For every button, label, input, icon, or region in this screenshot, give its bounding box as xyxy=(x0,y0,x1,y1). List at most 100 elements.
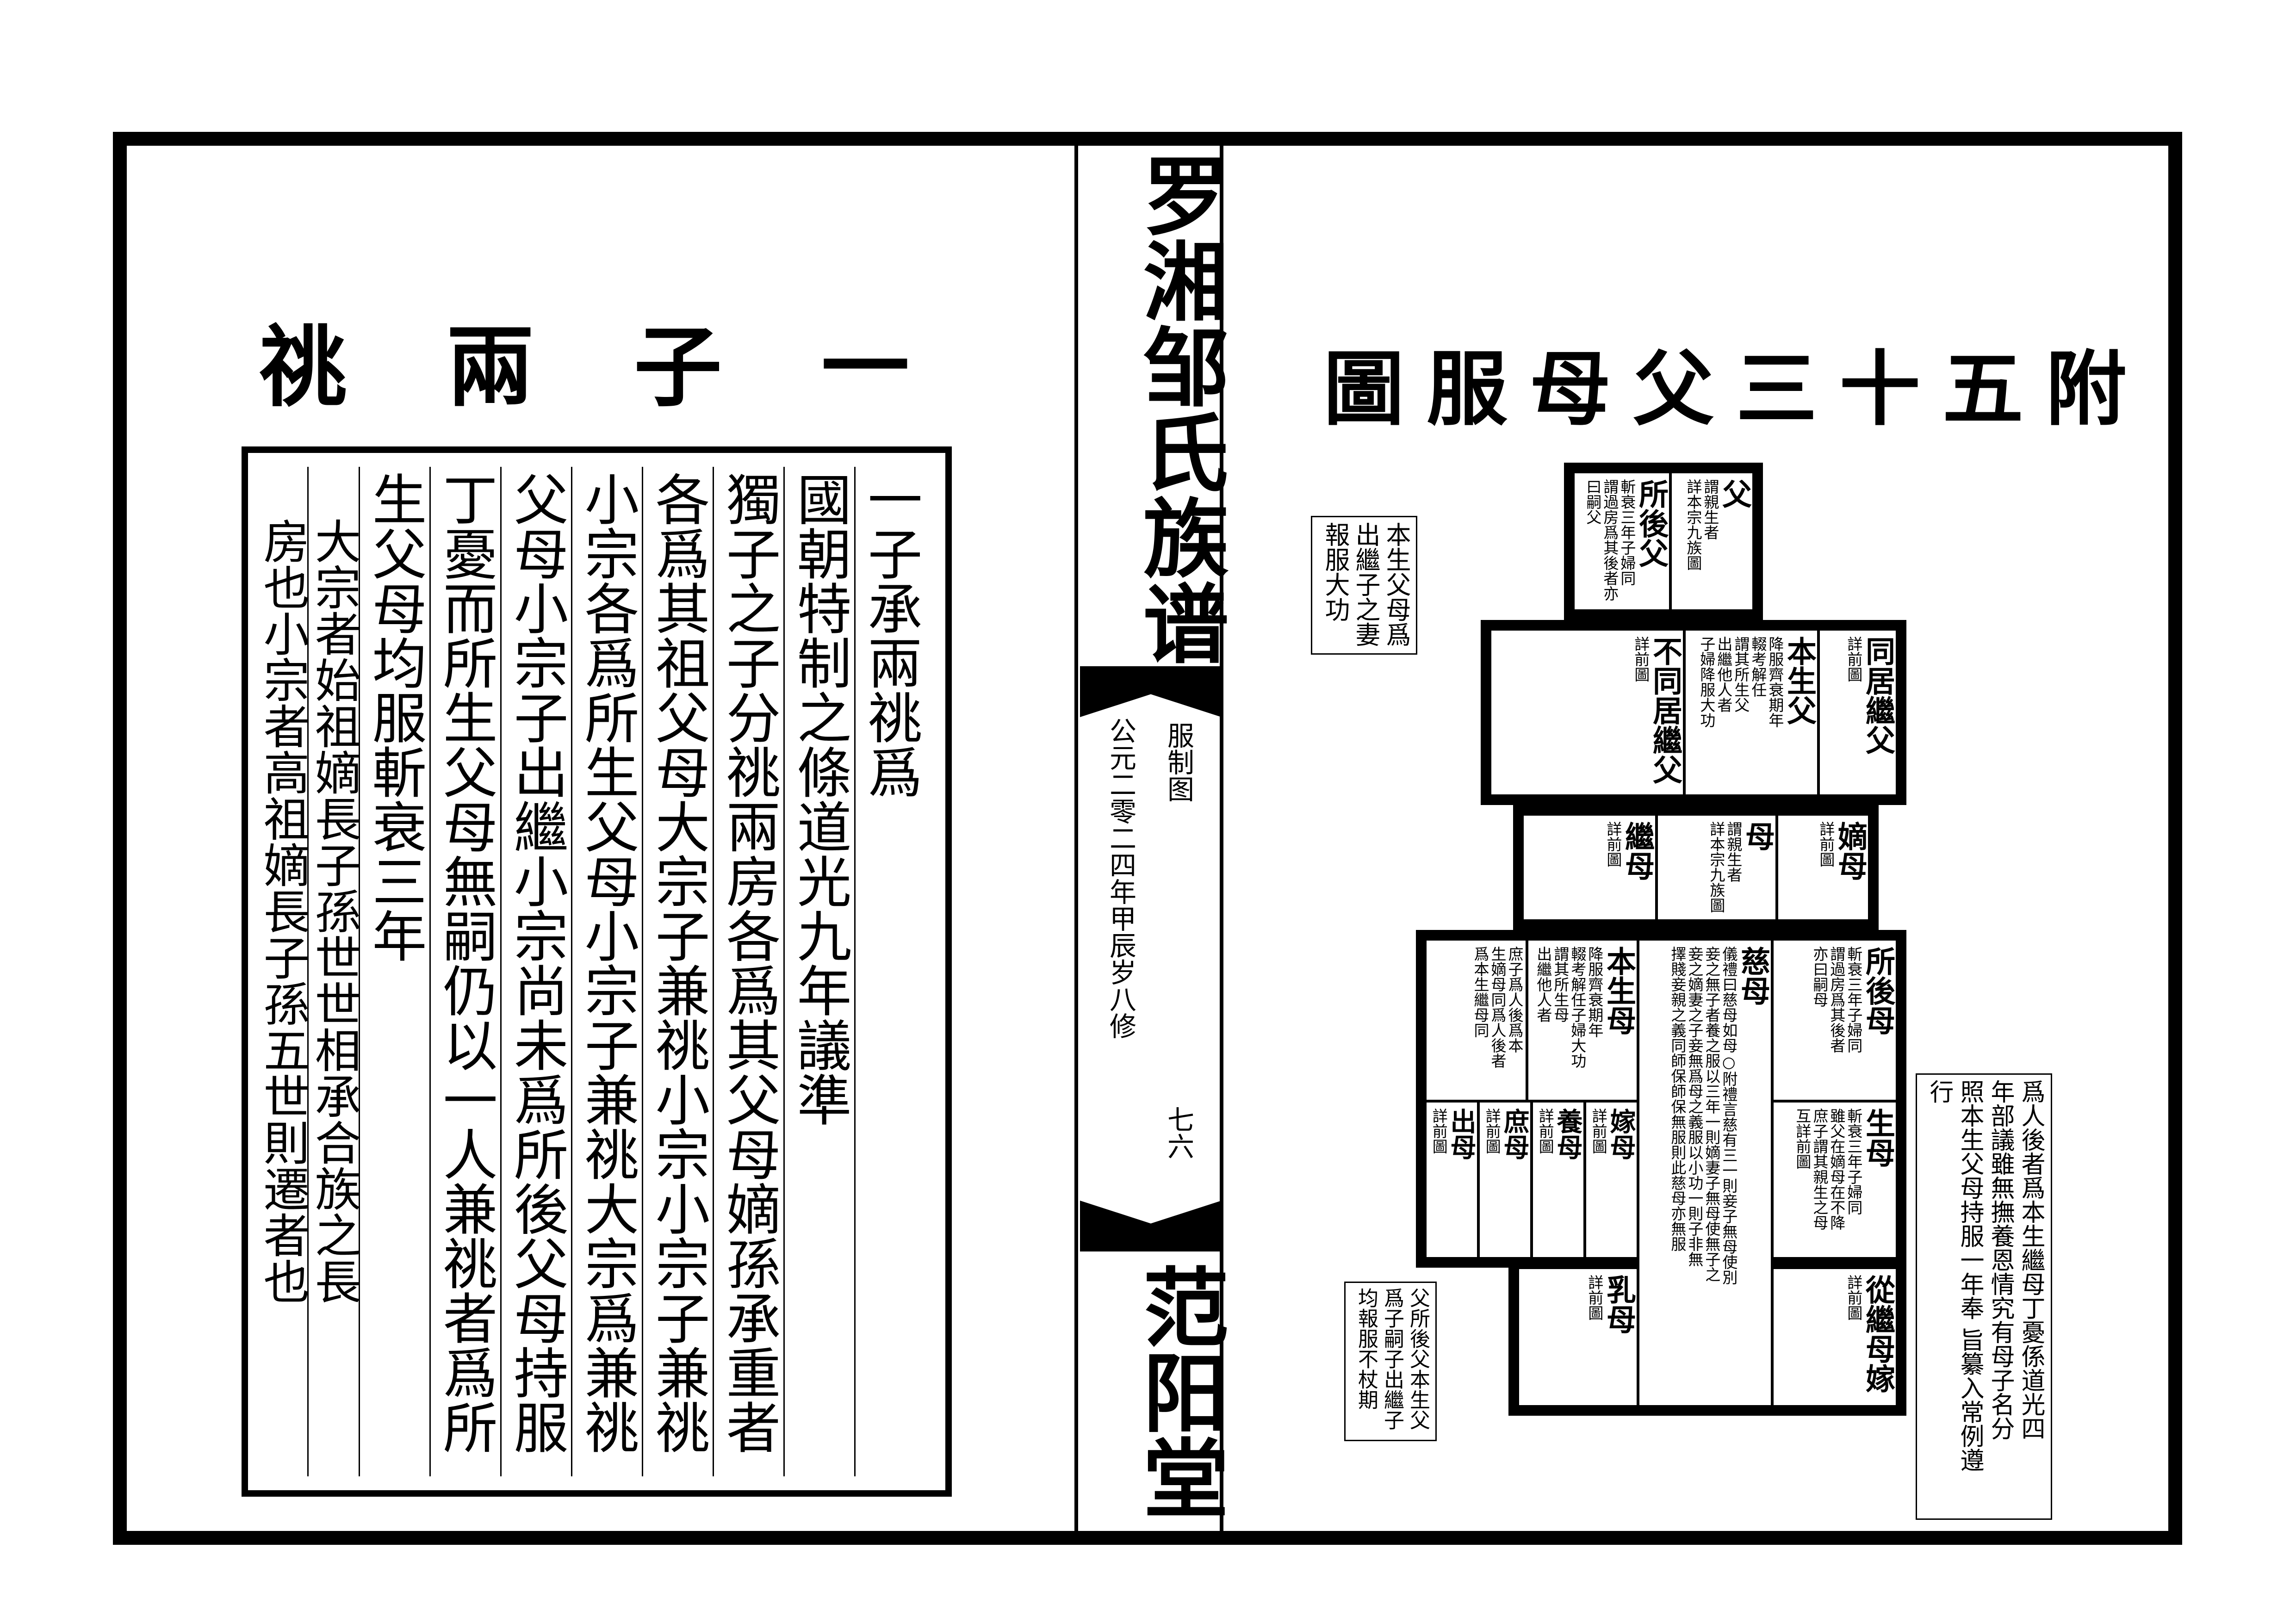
relation-note: 謂其所生父 xyxy=(1731,636,1750,712)
diagram-cell: 父謂親生者詳本宗九族圖 xyxy=(1670,472,1754,611)
diagram-cell: 從繼母嫁詳前圖 xyxy=(1772,1268,1897,1406)
relation-note: 出繼他人者 xyxy=(1534,946,1552,1022)
diagram-cell: 所後父斬衰三年子婦同謂過房爲其後者亦曰嗣父 xyxy=(1573,472,1670,611)
spine-left-rule xyxy=(1074,132,1078,1545)
diagram-cell: 本生母降服齊衰期年輟考解任子婦大功謂其所生母出繼他人者 xyxy=(1527,939,1638,1101)
text-column: 小宗各爲所生父母小宗子兼祧大宗爲兼祧 xyxy=(571,467,642,1476)
relation-title: 繼母 xyxy=(1620,821,1655,880)
relation-title: 從繼母嫁 xyxy=(1861,1275,1895,1393)
side-note-top: 本生父母爲 出繼子之妻 報服大功 xyxy=(1311,516,1417,655)
diagram-frame-fathers xyxy=(1481,620,1906,805)
relation-note: 詳前圖 xyxy=(1632,636,1650,682)
diagram-cell: 同居繼父詳前圖 xyxy=(1818,629,1897,796)
relation-note: 庶子謂其親生之母 xyxy=(1810,1108,1829,1230)
note-line: 爲人後者爲本生繼母丁憂係道光四 xyxy=(2017,1079,2045,1440)
annotation-column: 大宗者始祖嫡長子孫世世相承合族之長 xyxy=(307,467,361,1476)
left-page-title: 一子兩祧 xyxy=(259,316,1009,419)
text-column: 生父母均服斬衰三年 xyxy=(359,467,429,1476)
relation-title: 慈母 xyxy=(1736,946,1770,1005)
hall-name: 范阳堂 xyxy=(1129,1263,1229,1520)
relation-note: 斬衰三年子婦同 xyxy=(1844,1108,1863,1215)
relation-title: 生母 xyxy=(1861,1108,1895,1167)
relation-note: 詳前圖 xyxy=(1817,821,1835,867)
relation-note: 輟考解任子婦大功 xyxy=(1568,946,1587,1068)
relation-note: 亦曰嗣母 xyxy=(1810,946,1829,1007)
text-column: 丁憂而所生父母無嗣仍以一人兼祧者爲所 xyxy=(429,467,500,1476)
relation-note: 曰嗣父 xyxy=(1583,479,1602,525)
relation-note: 降服齊衰期年 xyxy=(1766,636,1784,728)
note-line: 爲子嗣子出繼子 xyxy=(1380,1288,1404,1430)
relation-note: 妾之無子者養之服以三年一則嫡妻子無母使無子之 xyxy=(1702,946,1721,1282)
left-text-block: 一子承兩祧爲 國朝特制之條道光九年議準 獨子之子分祧兩房各爲其父母嫡孫承重者 各… xyxy=(242,446,952,1497)
spine-right-rule xyxy=(1220,132,1223,1545)
relation-note: 詳前圖 xyxy=(1585,1275,1604,1320)
relation-title: 嫡母 xyxy=(1833,821,1868,880)
diagram-cell: 繼母詳前圖 xyxy=(1522,814,1657,921)
relation-note: 詳本宗九族圖 xyxy=(1684,479,1702,570)
relation-note: 詳前圖 xyxy=(1604,821,1622,867)
relation-title: 本生母 xyxy=(1601,946,1636,1035)
relation-note: 儀禮曰慈母如母○附禮言慈有三一則妾子無母使別 xyxy=(1719,946,1738,1285)
section-label: 服制图 xyxy=(1163,722,1194,802)
relation-title: 養母 xyxy=(1552,1108,1583,1160)
relation-title: 乳母 xyxy=(1601,1275,1636,1334)
note-line: 行 xyxy=(1925,1079,1953,1103)
relation-note: 爲本生繼母同 xyxy=(1471,946,1489,1038)
relation-title: 本生父 xyxy=(1782,636,1817,725)
text-column: 各爲其祖父母大宗子兼祧小宗小宗子兼祧 xyxy=(642,467,713,1476)
relation-note: 雖父在嫡母在不降 xyxy=(1827,1108,1846,1230)
annotation-column: 房也小宗者高祖嫡長子孫五世則遷者也 xyxy=(255,518,310,1304)
relation-note: 詳前圖 xyxy=(1589,1108,1608,1154)
edition-label: 公元二零二四年甲辰岁八修 xyxy=(1105,717,1136,1039)
relation-note: 詳前圖 xyxy=(1483,1108,1502,1154)
relation-note: 詳本宗九族圖 xyxy=(1707,821,1725,913)
side-note-right: 爲人後者爲本生繼母丁憂係道光四 年部議雖無撫養恩情究有母子名分 照本生父母持服一… xyxy=(1916,1073,2052,1520)
diagram-cell: 出母詳前圖 xyxy=(1425,1101,1478,1258)
text-column: 國朝特制之條道光九年議準 xyxy=(783,467,854,1476)
note-line: 出繼子之妻 xyxy=(1351,522,1380,647)
text-column: 父母小宗子出繼小宗尚未爲所後父母持服 xyxy=(500,467,571,1476)
relation-note: 詳前圖 xyxy=(1430,1108,1448,1154)
diagram-cell: 本生父降服齊衰期年輟考解任謂其所生父出繼他人者子婦降服大功 xyxy=(1684,629,1818,796)
relation-note: 詳前圖 xyxy=(1844,1275,1863,1320)
relation-title: 出母 xyxy=(1446,1108,1477,1160)
diagram-cell: 養母詳前圖 xyxy=(1532,1101,1585,1258)
diagram-cell: 乳母詳前圖 xyxy=(1518,1268,1638,1406)
page-number: 七六 xyxy=(1163,1106,1194,1159)
relation-note: 出繼他人者 xyxy=(1714,636,1733,712)
relation-note: 斬衰三年子婦同 xyxy=(1844,946,1863,1053)
note-line: 本生父母爲 xyxy=(1382,522,1411,647)
relation-note: 謂過房爲其後者 xyxy=(1827,946,1846,1053)
diagram-cell: 母謂親生者詳本宗九族圖 xyxy=(1657,814,1777,921)
relation-note: 詳前圖 xyxy=(1844,636,1863,682)
diagram-cell: 庶子爲人後爲本生嫡母同爲人後者爲本生繼母同 xyxy=(1425,939,1527,1101)
relation-title: 同居繼父 xyxy=(1861,636,1895,755)
page-frame xyxy=(113,132,2182,1545)
relation-note: 子婦降服大功 xyxy=(1697,636,1716,728)
diagram-frame-mothers xyxy=(1513,805,1879,930)
diagram-cell: 所後母斬衰三年子婦同謂過房爲其後者亦曰嗣母 xyxy=(1772,939,1897,1101)
relation-note: 擇賤妾親之義同師保師保無服則此慈母亦無服 xyxy=(1668,946,1687,1251)
relation-note: 謂親生者 xyxy=(1701,479,1719,540)
genealogy-title: 罗湘邹氏族谱 xyxy=(1129,151,1229,665)
note-line: 年部議雖無撫養恩情究有母子名分 xyxy=(1986,1079,2014,1440)
relation-title: 庶母 xyxy=(1499,1108,1530,1160)
diagram-frame-lower xyxy=(1416,930,1906,1268)
relation-title: 所後母 xyxy=(1861,946,1895,1035)
diagram-cell: 庶母詳前圖 xyxy=(1478,1101,1532,1258)
relation-note: 輟考解任 xyxy=(1749,636,1767,697)
note-line: 均報服不杖期 xyxy=(1354,1288,1378,1410)
relation-note: 降服齊衰期年 xyxy=(1585,946,1604,1038)
side-note-bottom: 父所後父本生父 爲子嗣子出繼子 均報服不杖期 xyxy=(1344,1282,1437,1441)
relation-title: 所後父 xyxy=(1634,479,1669,568)
diagram-cell: 嫁母詳前圖 xyxy=(1585,1101,1638,1258)
relation-note: 謂過房爲其後者亦 xyxy=(1601,479,1619,601)
diagram-frame-top xyxy=(1564,463,1763,620)
relation-note: 詳前圖 xyxy=(1536,1108,1555,1154)
note-line: 報服大功 xyxy=(1321,522,1350,622)
relation-title: 母 xyxy=(1740,821,1775,851)
relation-title: 嫁母 xyxy=(1606,1108,1636,1160)
relation-note: 生嫡母同爲人後者 xyxy=(1489,946,1507,1068)
diagram-cell: 生母斬衰三年子婦同雖父在嫡母在不降庶子謂其親生之母互詳前圖 xyxy=(1772,1101,1897,1258)
relation-note: 互詳前圖 xyxy=(1793,1108,1812,1169)
